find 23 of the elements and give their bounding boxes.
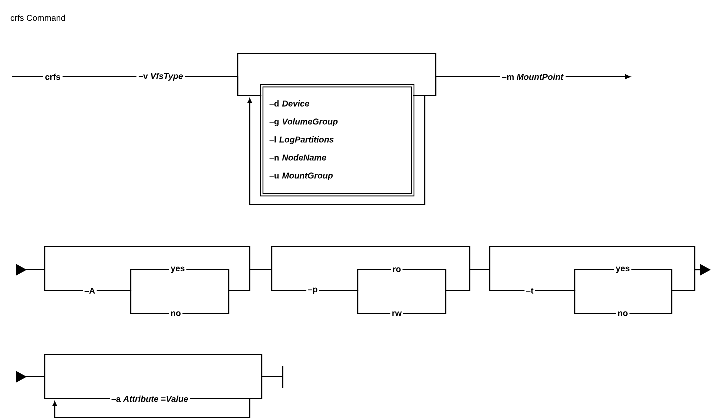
title: crfs Command	[10, 14, 66, 22]
option-text: –a Attribute =Value	[110, 394, 190, 404]
railroad-line	[320, 290, 390, 315]
option-text: –p	[306, 286, 320, 296]
option-text: no	[616, 310, 630, 318]
railroad-line	[536, 290, 616, 315]
option-list-box: –d Device –g VolumeGroup –l LogPartitions –n NodeName –u MountGroup	[260, 84, 415, 197]
railroad-line	[62, 76, 137, 78]
railroad-line	[185, 76, 262, 97]
option-text: ro	[391, 266, 403, 274]
railroad-line	[413, 76, 500, 97]
option-text: yes	[614, 265, 632, 275]
railroad-line	[97, 290, 169, 315]
option-text: yes	[169, 265, 187, 275]
option-text: no	[169, 310, 183, 318]
command-name: crfs	[44, 72, 62, 82]
option-text: rw	[390, 310, 404, 318]
railroad-line	[12, 76, 44, 78]
option-text: –t	[524, 286, 536, 296]
option-text: –A	[83, 286, 97, 296]
option-text: –v VfsType	[137, 72, 185, 82]
railroad-line	[566, 74, 631, 80]
option-text: –m MountPoint	[500, 72, 566, 82]
